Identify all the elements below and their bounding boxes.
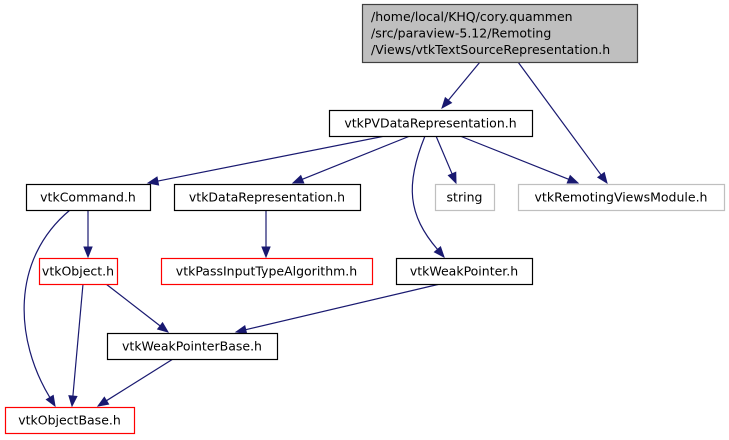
- arrowhead-icon: [68, 395, 78, 408]
- node-string: string: [434, 183, 496, 212]
- node-object[interactable]: vtkObject.h: [38, 257, 119, 286]
- node-objbase[interactable]: vtkObjectBase.h: [4, 406, 136, 435]
- edge-command-to-object: [83, 210, 93, 259]
- nodes-layer: /home/local/KHQ/cory.quammen/src/paravie…: [4, 3, 726, 435]
- edge-line: [517, 61, 602, 176]
- edge-object-to-objbase: [68, 283, 84, 408]
- edge-pvdata-to-datarep: [291, 135, 411, 184]
- node-box: [38, 257, 119, 286]
- edge-pvdata-to-string: [435, 135, 457, 185]
- node-label: /Views/vtkTextSourceRepresentation.h: [371, 42, 610, 57]
- arrowhead-icon: [441, 96, 453, 110]
- edge-line: [106, 358, 174, 402]
- arrowhead-icon: [261, 246, 271, 259]
- edge-datarep-to-passinput: [261, 210, 271, 259]
- node-box: [106, 332, 279, 361]
- arrowhead-icon: [447, 171, 457, 185]
- node-box: [434, 183, 496, 212]
- node-module: vtkRemotingViewsModule.h: [517, 183, 726, 212]
- node-label: /home/local/KHQ/cory.quammen: [371, 9, 573, 24]
- node-box: [395, 257, 534, 286]
- node-box: [4, 406, 136, 435]
- node-label: vtkObjectBase.h: [18, 413, 121, 428]
- node-weakptr[interactable]: vtkWeakPointer.h: [395, 257, 534, 286]
- edge-line: [411, 135, 438, 250]
- node-label: vtkWeakPointer.h: [410, 264, 518, 279]
- node-weakbase[interactable]: vtkWeakPointerBase.h: [106, 332, 279, 361]
- edge-line: [459, 135, 569, 180]
- node-passinput[interactable]: vtkPassInputTypeAlgorithm.h: [160, 257, 374, 286]
- edge-object-to-weakbase: [105, 283, 170, 333]
- edge-line: [245, 283, 441, 331]
- edge-line: [72, 283, 84, 397]
- edge-command-to-objbase: [23, 209, 71, 408]
- arrowhead-icon: [433, 245, 445, 259]
- node-pvdata[interactable]: vtkPVDataRepresentation.h: [328, 109, 534, 138]
- node-label: vtkDataRepresentation.h: [189, 190, 345, 205]
- node-label: vtkRemotingViewsModule.h: [535, 190, 708, 205]
- node-box: [160, 257, 374, 286]
- edge-line: [302, 135, 411, 180]
- node-box: [517, 183, 726, 212]
- node-label: string: [447, 190, 483, 205]
- node-label: vtkWeakPointerBase.h: [122, 339, 262, 354]
- edge-pvdata-to-weakptr: [411, 135, 445, 259]
- node-box: [173, 183, 362, 212]
- node-command[interactable]: vtkCommand.h: [25, 183, 152, 212]
- node-box: [361, 3, 639, 64]
- edge-line: [23, 209, 71, 398]
- node-datarep[interactable]: vtkDataRepresentation.h: [173, 183, 362, 212]
- arrowhead-icon: [566, 174, 580, 184]
- edge-line: [105, 283, 161, 327]
- arrowhead-icon: [96, 396, 110, 407]
- node-label: vtkObject.h: [42, 264, 114, 279]
- edge-pvdata-to-command: [146, 135, 386, 186]
- node-label: vtkCommand.h: [40, 190, 136, 205]
- arrowhead-icon: [146, 176, 160, 186]
- edge-root-to-pvdata: [441, 61, 481, 110]
- arrowhead-icon: [596, 171, 608, 185]
- arrowhead-icon: [45, 394, 56, 408]
- edges-layer: [23, 61, 608, 408]
- node-label: vtkPassInputTypeAlgorithm.h: [176, 264, 357, 279]
- arrowhead-icon: [156, 321, 170, 333]
- edge-pvdata-to-module: [459, 135, 580, 184]
- edge-weakbase-to-objbase: [96, 358, 174, 407]
- node-box: [328, 109, 534, 138]
- edge-line: [157, 135, 386, 182]
- node-label: /src/paraview-5.12/Remoting: [371, 26, 551, 41]
- node-box: [25, 183, 152, 212]
- arrowhead-icon: [234, 324, 248, 335]
- edge-weakptr-to-weakbase: [234, 283, 441, 335]
- edge-line: [447, 61, 481, 101]
- arrowhead-icon: [291, 174, 305, 184]
- node-root[interactable]: /home/local/KHQ/cory.quammen/src/paravie…: [361, 3, 639, 64]
- arrowhead-icon: [83, 246, 93, 259]
- edge-line: [435, 135, 453, 175]
- edge-root-to-module: [517, 61, 608, 185]
- node-label: vtkPVDataRepresentation.h: [344, 116, 516, 131]
